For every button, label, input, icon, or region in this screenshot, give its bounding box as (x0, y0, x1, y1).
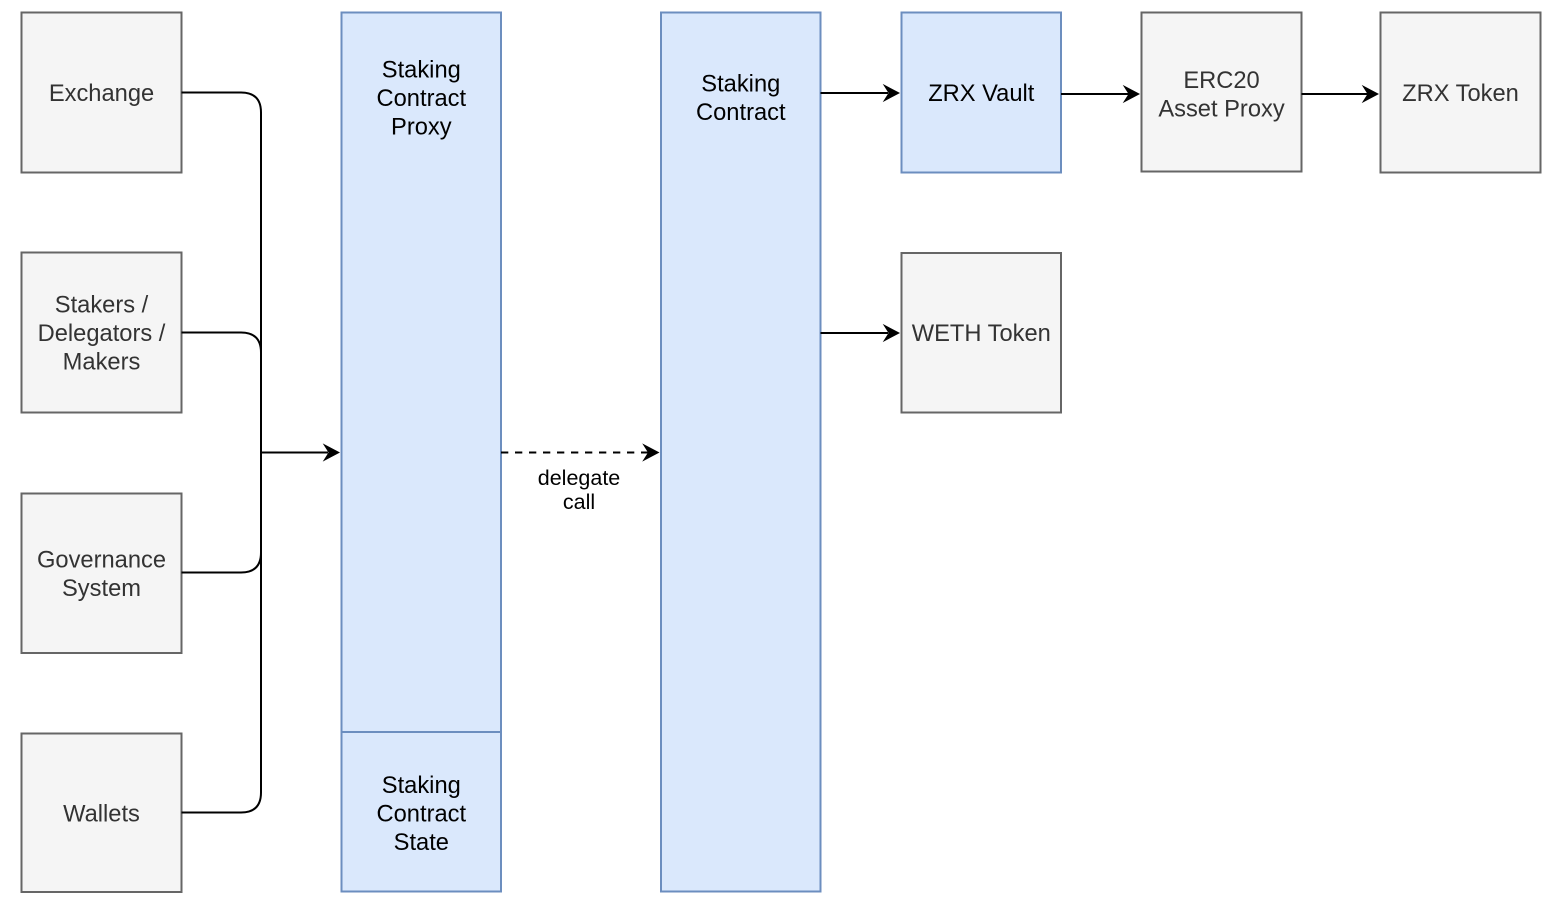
svg-text:Makers: Makers (63, 350, 141, 376)
svg-text:Staking: Staking (382, 773, 461, 799)
svg-text:Contract: Contract (377, 802, 467, 828)
svg-text:ZRX Token: ZRX Token (1402, 81, 1519, 107)
svg-text:Contract: Contract (377, 86, 467, 112)
svg-text:Asset Proxy: Asset Proxy (1158, 97, 1285, 123)
svg-text:delegate: delegate (538, 466, 621, 490)
svg-text:Staking: Staking (701, 71, 780, 97)
svg-text:Delegators /: Delegators / (38, 321, 166, 347)
svg-text:Contract: Contract (696, 100, 786, 126)
svg-text:Wallets: Wallets (63, 802, 140, 828)
svg-text:Governance: Governance (37, 547, 166, 573)
svg-text:Staking: Staking (382, 57, 461, 83)
svg-text:Stakers /: Stakers / (55, 293, 149, 319)
svg-text:WETH Token: WETH Token (912, 321, 1051, 347)
svg-text:ZRX Vault: ZRX Vault (928, 81, 1035, 107)
svg-text:Proxy: Proxy (391, 114, 452, 140)
svg-text:call: call (563, 490, 595, 514)
svg-text:State: State (394, 830, 449, 856)
svg-text:Exchange: Exchange (49, 81, 154, 107)
svg-text:ERC20: ERC20 (1183, 68, 1259, 94)
svg-text:System: System (62, 576, 141, 602)
